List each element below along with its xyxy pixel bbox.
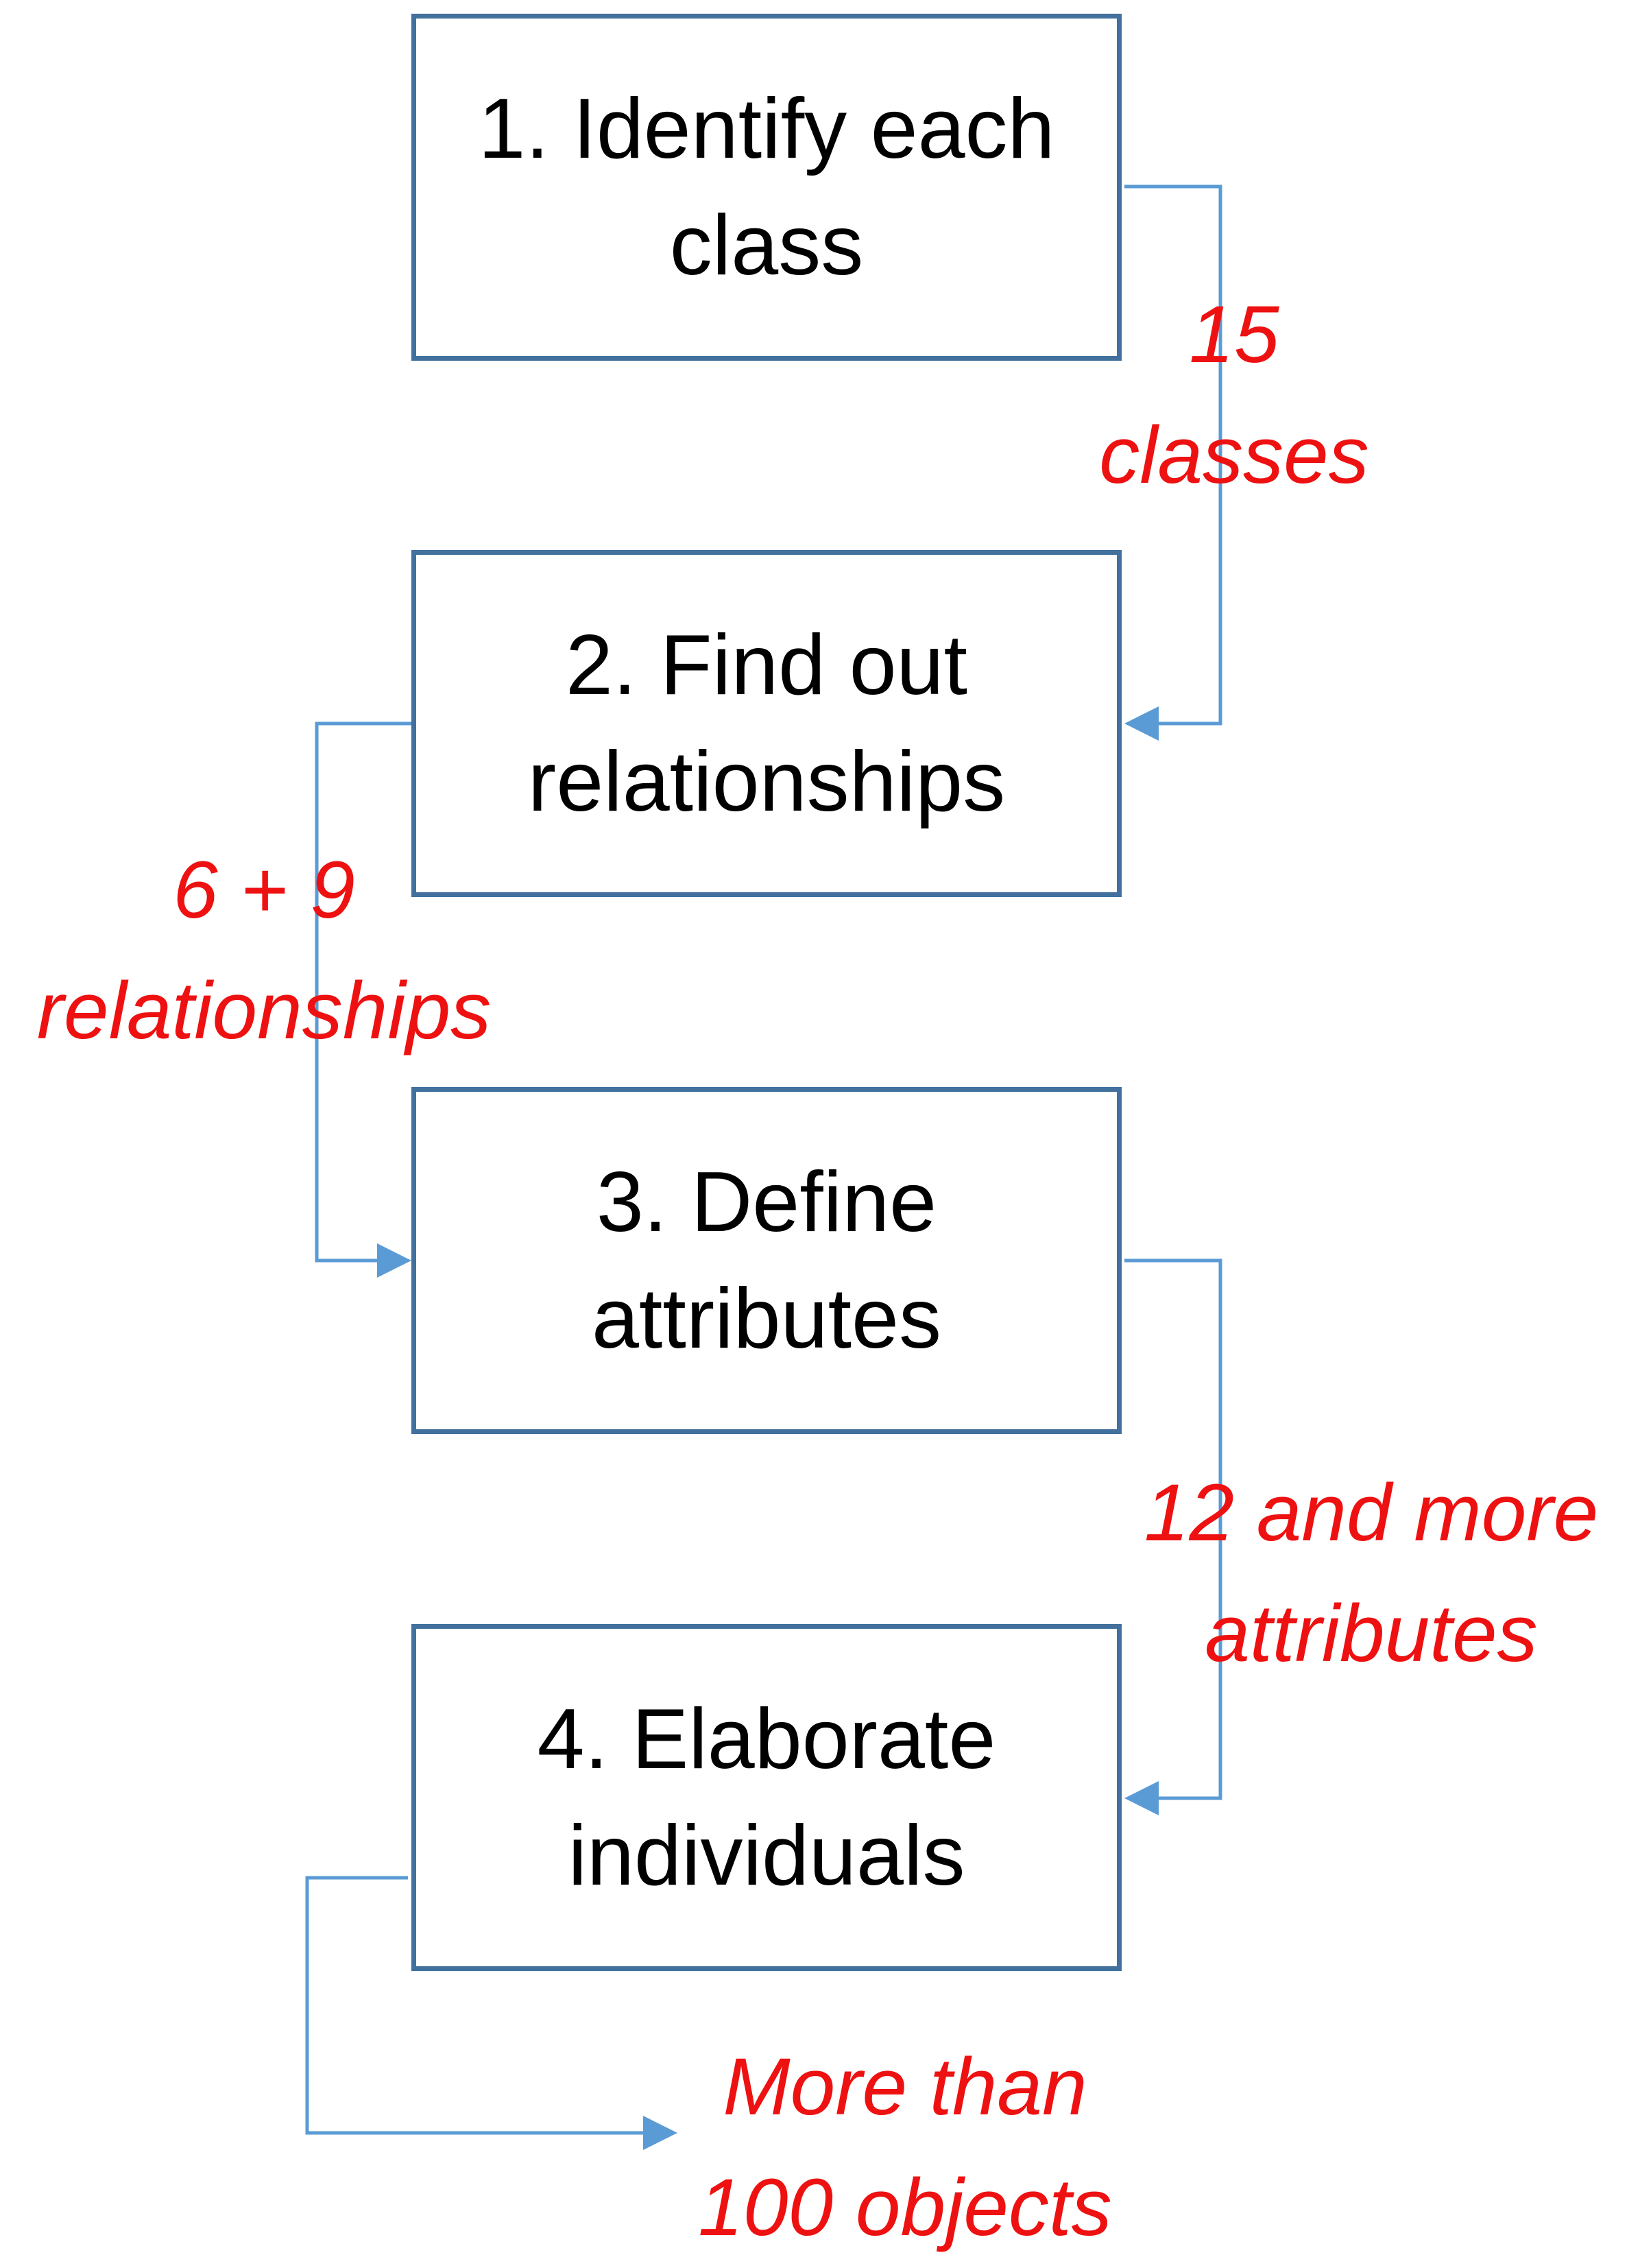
connector-step1-to-step2 bbox=[1124, 184, 1222, 726]
step-2-line-2: relationships bbox=[527, 735, 1006, 829]
arrowhead-step3-icon bbox=[377, 1243, 411, 1278]
annotation-objects: More than 100 objects bbox=[658, 2027, 1152, 2268]
annotation-relationships-line-2: relationships bbox=[36, 966, 492, 1056]
step-4-line-2: individuals bbox=[568, 1809, 965, 1903]
annotation-attributes-line-1: 12 and more bbox=[1144, 1468, 1599, 1558]
connector-step4-to-outcome bbox=[305, 1876, 655, 2135]
step-1-line-1: 1. Identify each bbox=[478, 82, 1055, 176]
annotation-classes: 15 classes bbox=[1070, 274, 1399, 516]
step-3-box: 3. Define attributes bbox=[411, 1087, 1122, 1434]
annotation-objects-line-2: 100 objects bbox=[698, 2162, 1112, 2253]
arrowhead-step2-icon bbox=[1124, 706, 1159, 741]
connector-step2-to-step3 bbox=[315, 721, 417, 1263]
step-2-text: 2. Find out relationships bbox=[528, 607, 1005, 840]
step-4-line-1: 4. Elaborate bbox=[537, 1692, 996, 1787]
annotation-objects-line-1: More than bbox=[723, 2042, 1087, 2132]
step-2-line-1: 2. Find out bbox=[566, 618, 967, 713]
step-2-box: 2. Find out relationships bbox=[411, 550, 1122, 897]
step-3-line-2: attributes bbox=[591, 1272, 942, 1366]
step-1-line-2: class bbox=[669, 198, 864, 293]
arrowhead-outcome-icon bbox=[643, 2116, 677, 2150]
step-3-line-1: 3. Define bbox=[596, 1155, 937, 1250]
annotation-attributes-line-2: attributes bbox=[1205, 1588, 1538, 1679]
annotation-classes-line-1: 15 bbox=[1189, 289, 1279, 380]
step-4-text: 4. Elaborate individuals bbox=[538, 1681, 996, 1914]
step-1-text: 1. Identify each class bbox=[479, 71, 1055, 304]
step-1-box: 1. Identify each class bbox=[411, 14, 1122, 361]
annotation-relationships-line-1: 6 + 9 bbox=[173, 845, 355, 935]
arrowhead-step4-icon bbox=[1124, 1781, 1159, 1815]
step-4-box: 4. Elaborate individuals bbox=[411, 1624, 1122, 1971]
step-3-text: 3. Define attributes bbox=[592, 1144, 941, 1377]
annotation-classes-line-2: classes bbox=[1099, 410, 1369, 501]
connector-step3-to-step4 bbox=[1124, 1258, 1222, 1800]
annotation-attributes: 12 and more attributes bbox=[1111, 1453, 1632, 1694]
annotation-relationships: 6 + 9 relationships bbox=[0, 830, 528, 1071]
